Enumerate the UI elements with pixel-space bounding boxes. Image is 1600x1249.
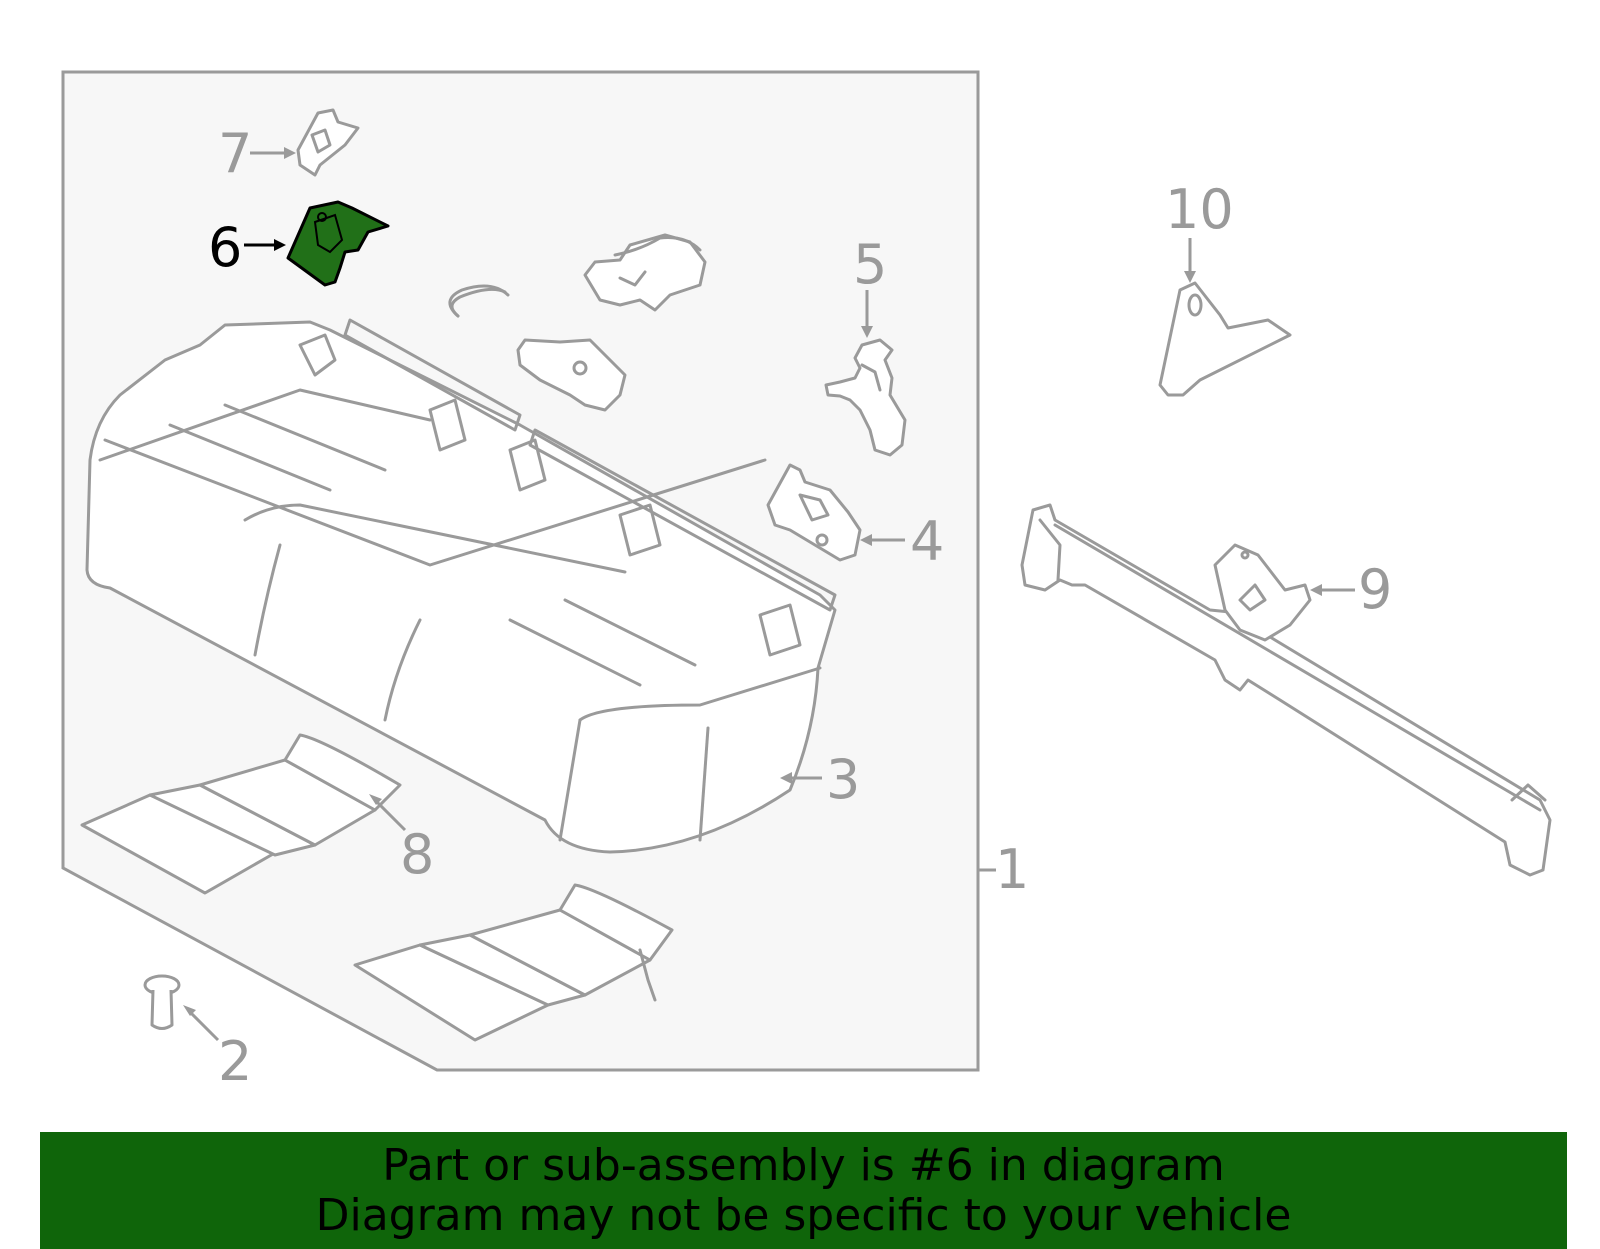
callout-7: 7	[218, 122, 252, 185]
bracket-part-4[interactable]	[766, 463, 862, 562]
callout-8: 8	[400, 823, 434, 886]
leader-8	[369, 794, 407, 832]
clip-part-2[interactable]	[143, 974, 181, 1030]
bracket-middle[interactable]	[516, 338, 627, 412]
harness-part-5[interactable]	[824, 338, 907, 457]
frame-part-9[interactable]	[1020, 503, 1552, 877]
callout-9: 9	[1358, 558, 1392, 621]
leader-9	[1310, 584, 1355, 596]
leader-2	[183, 1005, 220, 1042]
leader-6	[244, 239, 286, 251]
leader-10	[1184, 238, 1196, 283]
callout-3: 3	[826, 748, 860, 811]
wire-clip[interactable]	[448, 284, 510, 318]
callout-10: 10	[1165, 178, 1234, 241]
banner-line-1: Part or sub-assembly is #6 in diagram	[382, 1139, 1225, 1191]
callout-6: 6	[208, 216, 242, 279]
callout-4: 4	[910, 510, 944, 573]
bracket-part-6-highlighted[interactable]	[286, 200, 390, 287]
leader-4	[860, 534, 905, 546]
info-banner: Part or sub-assembly is #6 in diagram Di…	[40, 1132, 1567, 1249]
banner-line-2: Diagram may not be specific to your vehi…	[315, 1189, 1292, 1241]
leader-5	[861, 290, 873, 338]
harness-bracket-upper[interactable]	[583, 233, 707, 312]
leader-3	[780, 772, 822, 784]
bracket-part-10[interactable]	[1158, 281, 1292, 397]
bracket-part-7[interactable]	[296, 108, 360, 177]
callout-2: 2	[218, 1030, 252, 1093]
seat-cushion-part-3[interactable]	[85, 318, 837, 854]
leader-7	[250, 147, 296, 159]
floor-pad-lower-part-8[interactable]	[353, 883, 674, 1042]
callout-5: 5	[853, 233, 887, 296]
callout-1: 1	[995, 838, 1029, 901]
floor-pad-upper-part-8[interactable]	[80, 733, 402, 895]
